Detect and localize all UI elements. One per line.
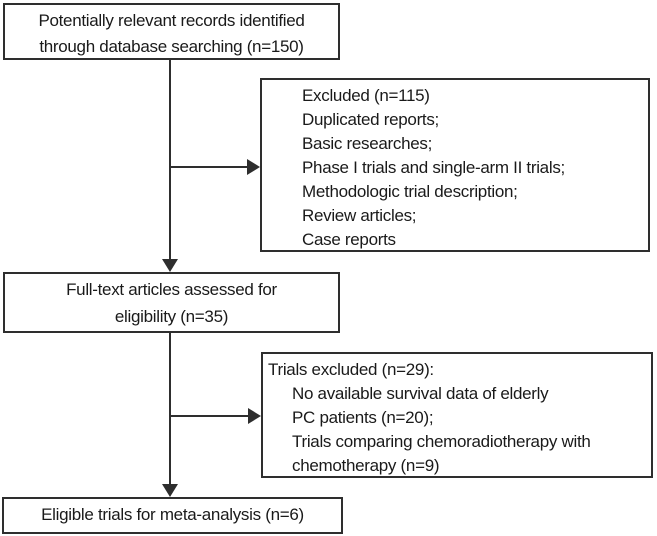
arrowhead-right-icon bbox=[248, 408, 261, 424]
eligible-text: Eligible trials for meta-analysis (n=6) bbox=[41, 505, 304, 524]
excluded-reason: Case reports bbox=[302, 230, 396, 249]
excluded-reason: Basic researches; bbox=[302, 134, 433, 153]
excluded-reason: Phase I trials and single-arm II trials; bbox=[302, 158, 565, 177]
excluded-box: Excluded (n=115) Duplicated reports; Bas… bbox=[260, 78, 650, 252]
trials-excluded-reason: chemotherapy (n=9) bbox=[292, 456, 440, 475]
arrowhead-down-icon bbox=[162, 259, 178, 272]
fulltext-assessed-box: Full-text articles assessed for eligibil… bbox=[3, 272, 340, 333]
records-identified-box: Potentially relevant records identified … bbox=[3, 3, 340, 60]
trials-excluded-title: Trials excluded (n=29): bbox=[268, 360, 434, 379]
connector-records-to-fulltext bbox=[169, 60, 171, 260]
trials-excluded-box: Trials excluded (n=29): No available sur… bbox=[261, 352, 653, 478]
excluded-reason: Duplicated reports; bbox=[302, 110, 439, 129]
fulltext-line-2: eligibility (n=35) bbox=[114, 307, 229, 326]
records-line-1: Potentially relevant records identified bbox=[38, 11, 305, 30]
trials-excluded-reason: No available survival data of elderly bbox=[292, 384, 549, 403]
connector-fulltext-to-eligible bbox=[169, 333, 171, 485]
trials-excluded-reason: PC patients (n=20); bbox=[292, 408, 434, 427]
arrowhead-down-icon bbox=[162, 484, 178, 497]
connector-to-trials-excluded bbox=[170, 415, 249, 417]
excluded-reason: Methodologic trial description; bbox=[302, 182, 518, 201]
records-line-2: through database searching (n=150) bbox=[39, 37, 304, 56]
connector-to-excluded bbox=[170, 166, 248, 168]
eligible-trials-box: Eligible trials for meta-analysis (n=6) bbox=[2, 497, 343, 534]
trials-excluded-reason: Trials comparing chemoradiotherapy with bbox=[292, 432, 591, 451]
excluded-reason: Review articles; bbox=[302, 206, 417, 225]
arrowhead-right-icon bbox=[247, 159, 260, 175]
excluded-title: Excluded (n=115) bbox=[302, 86, 430, 105]
fulltext-line-1: Full-text articles assessed for bbox=[66, 280, 277, 299]
